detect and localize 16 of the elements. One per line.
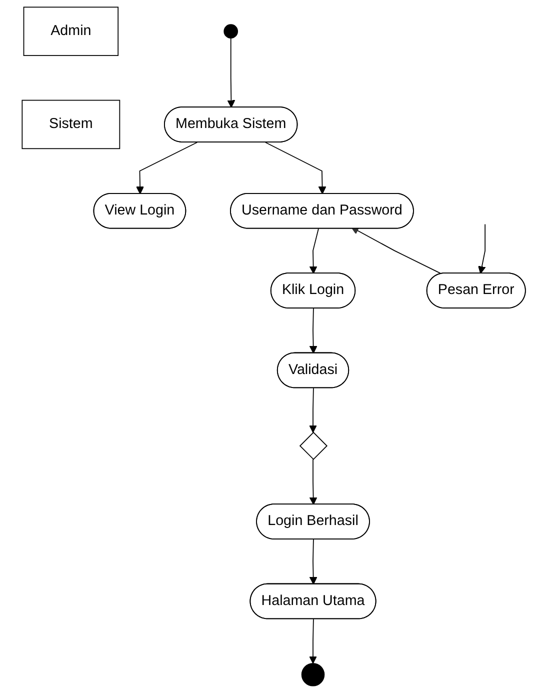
node-box: Sistem	[21, 100, 120, 150]
arrow	[264, 142, 326, 194]
node-circle	[223, 24, 238, 38]
arrow	[309, 538, 317, 585]
arrow	[309, 458, 317, 505]
node-diamond	[299, 432, 328, 460]
arrow	[309, 228, 319, 274]
arrow	[309, 308, 317, 354]
arrow	[136, 142, 198, 194]
arrow	[478, 224, 486, 274]
node-bullseye	[301, 663, 324, 686]
node-box: Admin	[23, 6, 118, 56]
arrow	[308, 618, 317, 664]
arrow	[350, 226, 442, 274]
arrow	[308, 388, 317, 433]
arrow	[226, 38, 235, 108]
